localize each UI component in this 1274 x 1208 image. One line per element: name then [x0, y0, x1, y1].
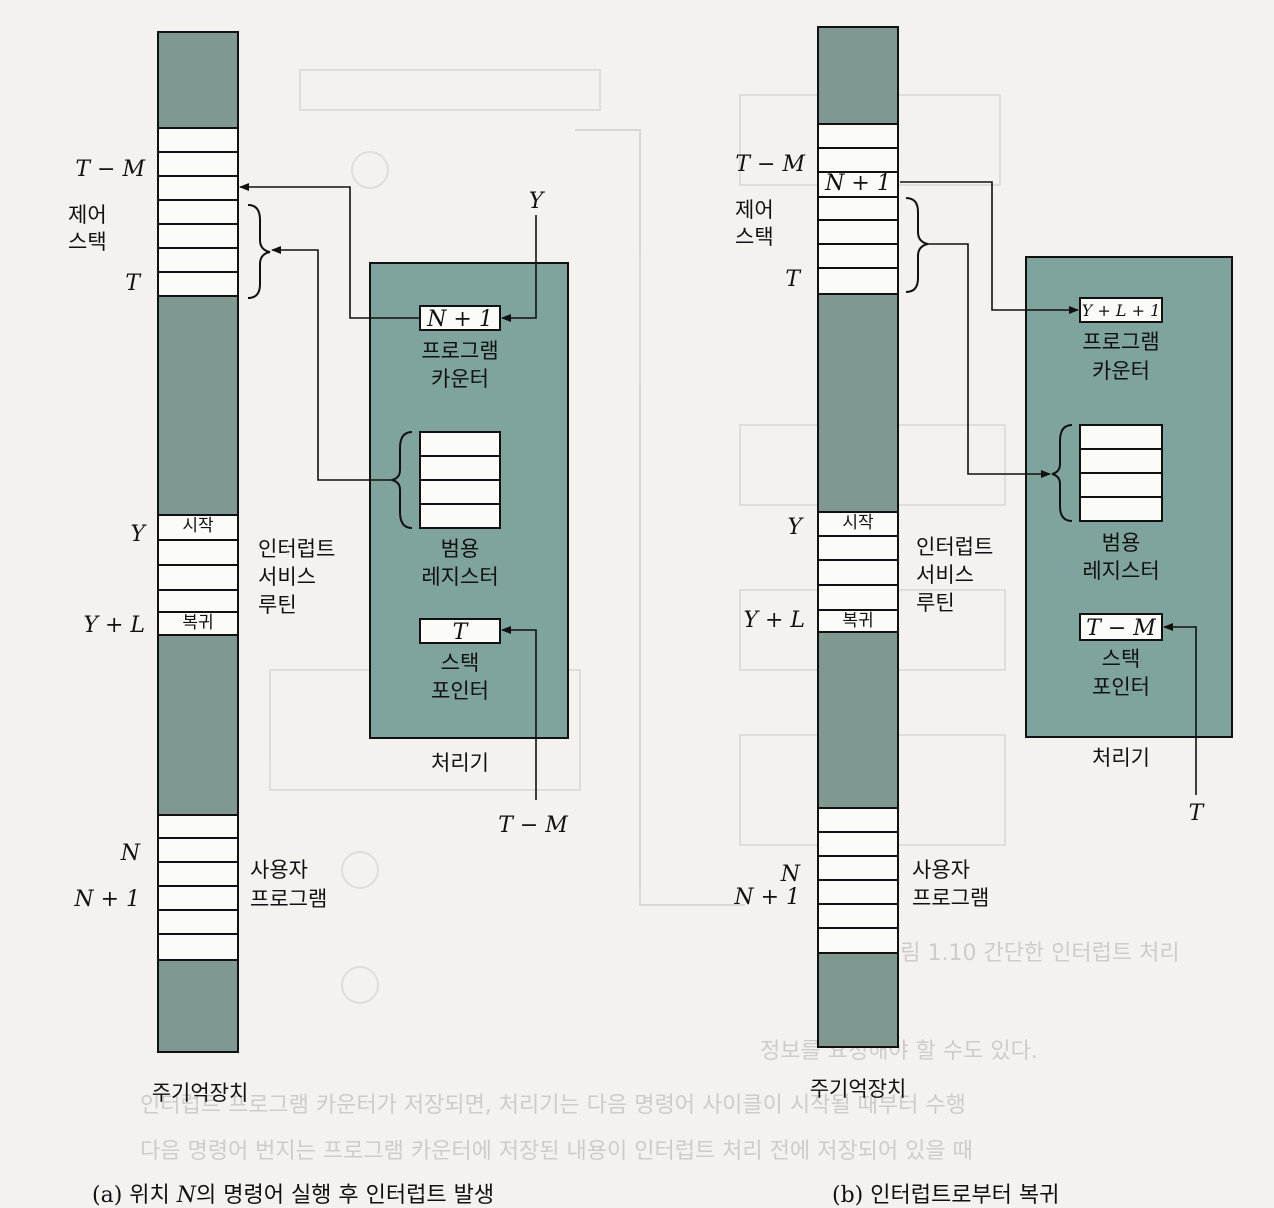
bleed-through-layer: 그림 1.10 간단한 인터럽트 처리 정보를 요청해야 할 수도 있다. 인터…: [140, 69, 1180, 1164]
stack-label-1-b: 제어: [735, 198, 774, 222]
sp-label-2-b: 포인터: [1092, 675, 1150, 699]
program-counter-box-b: [1079, 297, 1163, 323]
sp-label-1-b: 스택: [1102, 647, 1141, 671]
isr-line-2-a: 서비스: [258, 565, 316, 589]
input-y-a: Y: [529, 189, 546, 214]
routine-start-label-b: 시작: [842, 513, 874, 533]
stack-brace-b: [905, 197, 929, 293]
user-prog-1-a: 사용자: [250, 858, 308, 882]
addr-n-plus-1-b: N + 1: [733, 885, 800, 910]
program-counter-box-a: [419, 305, 501, 331]
addr-t-minus-m-b: T − M: [735, 152, 805, 177]
addr-t-b: T: [785, 267, 802, 292]
caption-a: (a) 위치 N의 명령어 실행 후 인터럽트 발생: [92, 1183, 494, 1208]
isr-line-1-a: 인터럽트: [258, 537, 335, 561]
isr-line-3-a: 루틴: [258, 593, 297, 617]
addr-n-a: N: [120, 841, 141, 866]
isr-line-3-b: 루틴: [916, 591, 955, 615]
isr-line-1-b: 인터럽트: [916, 535, 993, 559]
addr-y-b: Y: [787, 515, 804, 540]
input-t-minus-m-a: T − M: [498, 813, 568, 838]
sp-value-b: T − M: [1086, 616, 1156, 641]
addr-t-a: T: [125, 271, 142, 296]
stack-brace-a: [247, 204, 271, 299]
addr-y-plus-l-a: Y + L: [83, 613, 145, 638]
processor-a: N + 1 프로그램 카운터 범용 레지스터 T 스택 포인터: [369, 262, 569, 739]
stack-label-2-a: 스택: [68, 230, 107, 254]
caption-b: (b) 인터럽트로부터 복귀: [832, 1183, 1059, 1208]
pc-value-a: N + 1: [426, 307, 493, 332]
addr-n-plus-1-a: N + 1: [73, 887, 140, 912]
stack-label-2-b: 스택: [735, 225, 774, 249]
arrow-stack-to-gpr-b: [928, 243, 1051, 478]
arrow-tm-to-sp-a: [501, 626, 537, 800]
main-memory-b: [817, 26, 899, 1048]
addr-y-plus-l-b: Y + L: [743, 608, 805, 633]
gpr-label-1-a: 범용: [441, 537, 480, 561]
user-prog-2-b: 프로그램: [912, 886, 989, 910]
input-t-b: T: [1189, 801, 1206, 826]
arrow-gpr-to-stack-a: [271, 246, 392, 481]
isr-line-2-b: 서비스: [916, 563, 974, 587]
gpr-brace-b: [1051, 424, 1073, 522]
panel-b: N + 1 시작 복귀 T − M 제어 스택 T Y Y + L N N + …: [733, 26, 1233, 1208]
arrow-stack-to-pc-b: [900, 181, 1079, 314]
arrow-pc-to-stack-a: [239, 183, 420, 319]
arrow-t-to-sp-b: [1163, 623, 1197, 795]
pc-label-1-b: 프로그램: [1082, 330, 1159, 354]
routine-start-label-a: 시작: [182, 516, 214, 536]
addr-y-a: Y: [130, 522, 147, 547]
bleed-body-line-2: 인터럽트 프로그램 카운터가 저장되면, 처리기는 다음 명령어 사이클이 시작…: [140, 1093, 966, 1118]
panel-a: 시작 복귀 T − M 제어 스택 T Y Y + L N N + 1 인터럽트…: [68, 31, 569, 1208]
stack-pointer-box-a: [419, 618, 501, 644]
processor-b: Y + L + 1 프로그램 카운터 범용 레지스터 T − M 스택 포인터: [1025, 256, 1233, 738]
addr-t-minus-m-a: T − M: [75, 157, 145, 182]
user-prog-2-a: 프로그램: [250, 887, 327, 911]
pc-value-b: Y + L + 1: [1082, 301, 1161, 320]
routine-return-label-a: 복귀: [182, 613, 213, 633]
arrow-y-to-pc-a: [501, 215, 537, 322]
main-memory-label-b: 주기억장치: [810, 1077, 907, 1101]
sp-label-1-a: 스택: [441, 651, 480, 675]
gpr-label-1-b: 범용: [1102, 531, 1141, 555]
user-prog-1-b: 사용자: [912, 858, 970, 882]
main-memory-label-a: 주기억장치: [152, 1081, 249, 1105]
stack-pointer-box-b: [1079, 613, 1163, 641]
bleed-body-line-3: 다음 명령어 번지는 프로그램 카운터에 저장된 내용이 인터럽트 처리 전에 …: [140, 1139, 973, 1164]
pc-label-1-a: 프로그램: [421, 339, 498, 363]
routine-return-label-b: 복귀: [842, 611, 873, 631]
stack-label-1-a: 제어: [68, 203, 107, 227]
bleed-figure-caption: 그림 1.10 간단한 인터럽트 처리: [880, 941, 1180, 966]
main-memory-a: [157, 31, 239, 1053]
gpr-label-2-a: 레지스터: [421, 565, 498, 589]
processor-label-b: 처리기: [1092, 746, 1150, 770]
sp-value-a: T: [453, 620, 470, 645]
pc-label-2-a: 카운터: [431, 367, 489, 391]
stack-top-value-b: N + 1: [824, 171, 891, 196]
processor-label-a: 처리기: [431, 751, 489, 775]
gpr-label-2-b: 레지스터: [1082, 559, 1159, 583]
pc-label-2-b: 카운터: [1092, 359, 1150, 383]
sp-label-2-a: 포인터: [431, 679, 489, 703]
addr-n-b: N: [780, 862, 801, 887]
